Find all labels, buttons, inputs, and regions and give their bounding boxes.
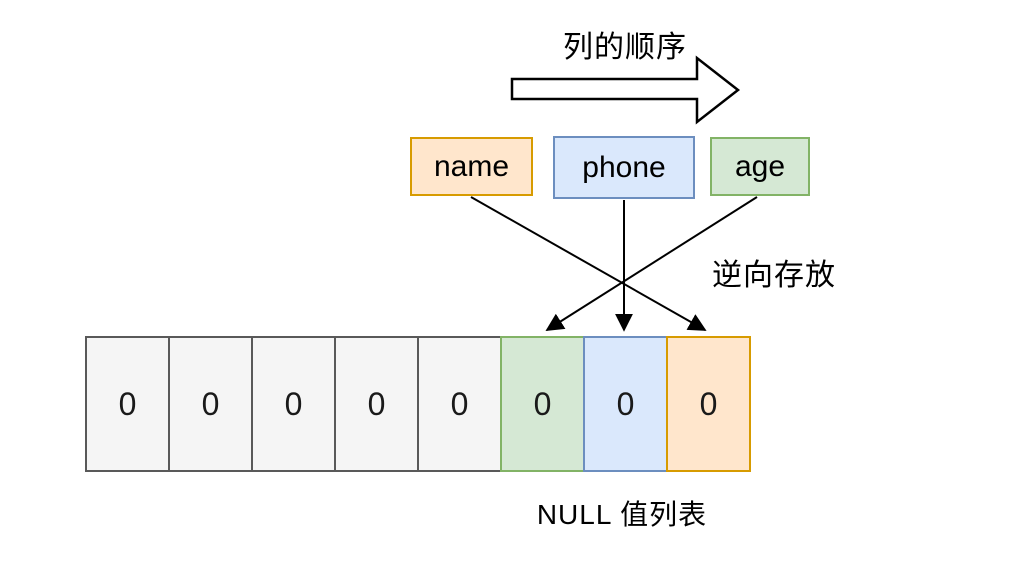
bitmap-cell-7-value: 0 xyxy=(616,385,635,422)
reverse-storage-label: 逆向存放 xyxy=(712,259,836,292)
bitmap-cell-2: 0 xyxy=(168,336,253,472)
bitmap-cell-4-value: 0 xyxy=(367,385,386,422)
column-box-phone: phone xyxy=(553,136,695,199)
bitmap-cell-3-value: 0 xyxy=(284,385,303,422)
column-box-phone-label: phone xyxy=(582,150,666,184)
column-box-name: name xyxy=(410,137,533,196)
bitmap-cell-2-value: 0 xyxy=(201,385,220,422)
null-bitmap-row: 0 0 0 0 0 0 0 0 xyxy=(85,336,751,472)
bitmap-cell-7-phone: 0 xyxy=(583,336,668,472)
column-box-age-label: age xyxy=(734,149,786,183)
column-box-name-label: name xyxy=(433,149,510,183)
bitmap-cell-8-name: 0 xyxy=(666,336,751,472)
bitmap-cell-6-age: 0 xyxy=(500,336,585,472)
bitmap-cell-8-value: 0 xyxy=(699,385,718,422)
column-order-title: 列的顺序 xyxy=(563,31,687,64)
bitmap-cell-4: 0 xyxy=(334,336,419,472)
bitmap-cell-5: 0 xyxy=(417,336,502,472)
bitmap-cell-6-value: 0 xyxy=(533,385,552,422)
bitmap-cell-1-value: 0 xyxy=(118,385,137,422)
bitmap-cell-1: 0 xyxy=(85,336,170,472)
null-list-label: NULL 值列表 xyxy=(536,499,708,530)
mapping-arrow-name xyxy=(470,196,707,331)
column-order-arrow-icon xyxy=(510,55,741,125)
bitmap-cell-3: 0 xyxy=(251,336,336,472)
bitmap-cell-5-value: 0 xyxy=(450,385,469,422)
column-box-age: age xyxy=(710,137,810,196)
